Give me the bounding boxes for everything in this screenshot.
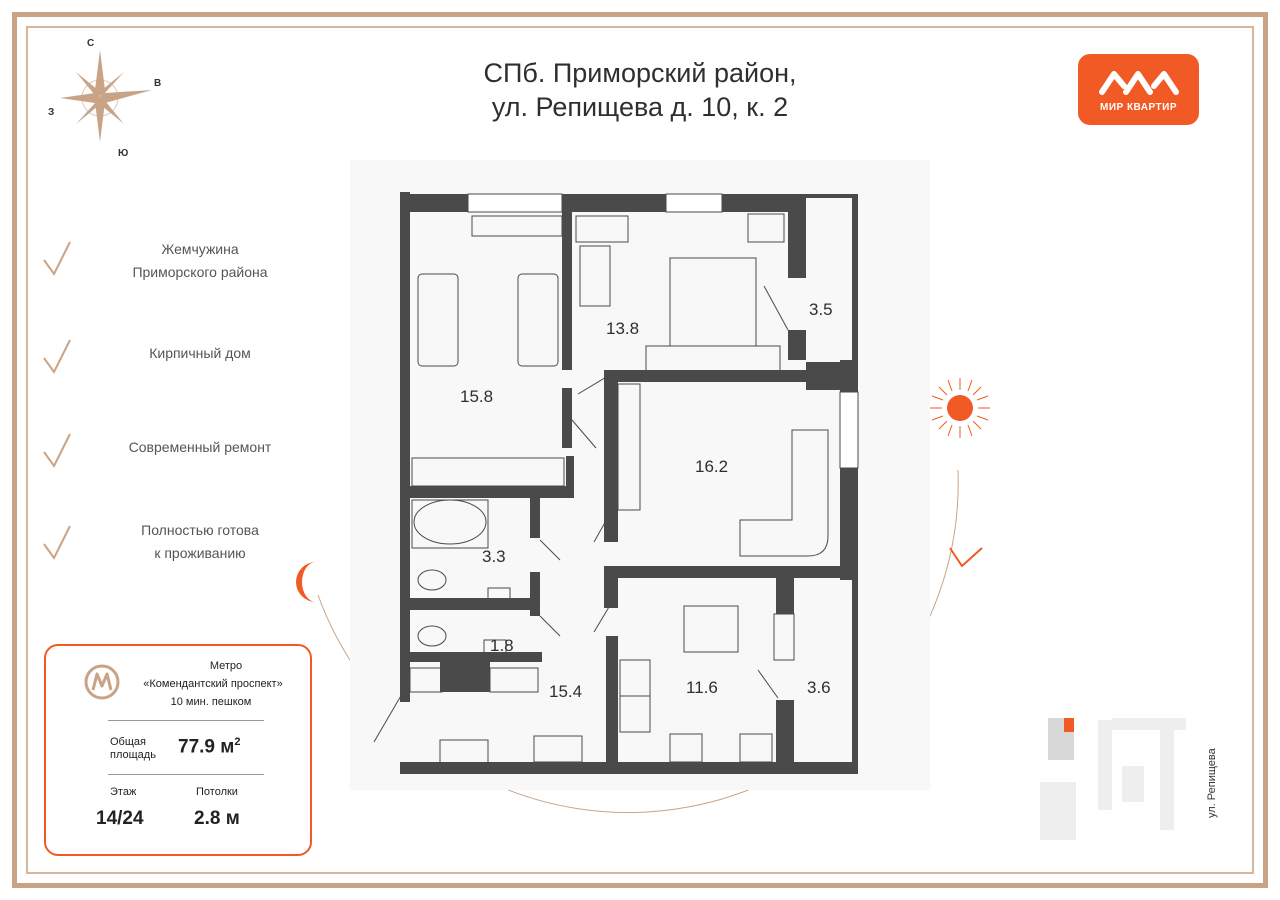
total-area-label: Общая площадь [110,736,170,762]
area-number: 77.9 м [178,736,235,758]
feature-text: Современный ремонт [100,436,300,459]
feature-text: Полностью готова к проживанию [100,519,300,565]
area-unit-sup: 2 [234,736,241,748]
compass-north: С [87,38,95,49]
mir-kvartir-logo-icon [1099,71,1179,95]
divider [108,774,264,775]
room-area-label: 15.4 [549,682,582,701]
room-area-label: 11.6 [686,678,718,697]
inner-frame [26,26,1254,874]
title-line-1: СПб. Приморский район, [483,58,797,88]
total-area-value: 77.9 м2 [178,736,240,758]
title-line-2: ул. Репищева д. 10, к. 2 [491,92,789,122]
site-plan-map [1040,718,1186,840]
room-area-label: 1.8 [490,636,514,655]
checkmark-icon [43,525,71,560]
outer-frame [12,12,1268,888]
area-label-line: Общая [110,736,146,748]
area-label-line: площадь [110,749,156,761]
metro-station-name: «Комендантский проспект» [143,678,283,690]
room-area-label: 3.5 [809,300,833,319]
room-area-label: 3.3 [482,547,506,566]
ceiling-label: Потолки [196,786,238,798]
compass-rose-icon [60,50,152,142]
feature-line: Жемчужина [161,241,239,257]
compass-south: Ю [118,148,129,159]
feature-line: Современный ремонт [128,439,272,455]
checkmark-icon [43,433,71,468]
brand-logo: МИР КВАРТИР [1078,54,1199,125]
info-card: Метро «Комендантский проспект» 10 мин. п… [44,644,312,856]
feature-item: Кирпичный дом [40,336,280,396]
compass-west: З [48,107,55,118]
brand-name: МИР КВАРТИР [1099,102,1178,113]
feature-text: Кирпичный дом [100,342,300,365]
feature-line: Приморского района [132,264,268,280]
divider [108,720,264,721]
feature-line: к проживанию [154,545,246,561]
feature-item: Жемчужина Приморского района [40,238,280,298]
street-name-label: ул. Репищева [1206,748,1218,818]
feature-line: Кирпичный дом [149,345,251,361]
compass-east: В [154,78,162,89]
sun-icon [930,378,990,438]
feature-item: Современный ремонт [40,430,280,490]
metro-logo-icon [84,664,120,700]
room-area-label: 13.8 [606,319,639,338]
room-area-label: 3.6 [807,678,831,697]
floor-label: Этаж [110,786,137,798]
checkmark-icon [43,339,71,374]
metro-walk-time: 10 мин. пешком [170,696,252,708]
feature-line: Полностью готова [141,522,259,538]
floor-value: 14/24 [96,808,144,829]
checkmark-icon [43,241,71,276]
feature-text: Жемчужина Приморского района [100,238,300,284]
ceiling-value: 2.8 м [194,808,240,829]
room-area-label: 16.2 [695,457,728,476]
feature-item: Полностью готова к проживанию [40,522,280,582]
room-area-label: 15.8 [460,387,493,406]
moon-icon [296,562,316,602]
metro-label: Метро [209,660,243,672]
page-title: СПб. Приморский район, ул. Репищева д. 1… [440,56,840,124]
